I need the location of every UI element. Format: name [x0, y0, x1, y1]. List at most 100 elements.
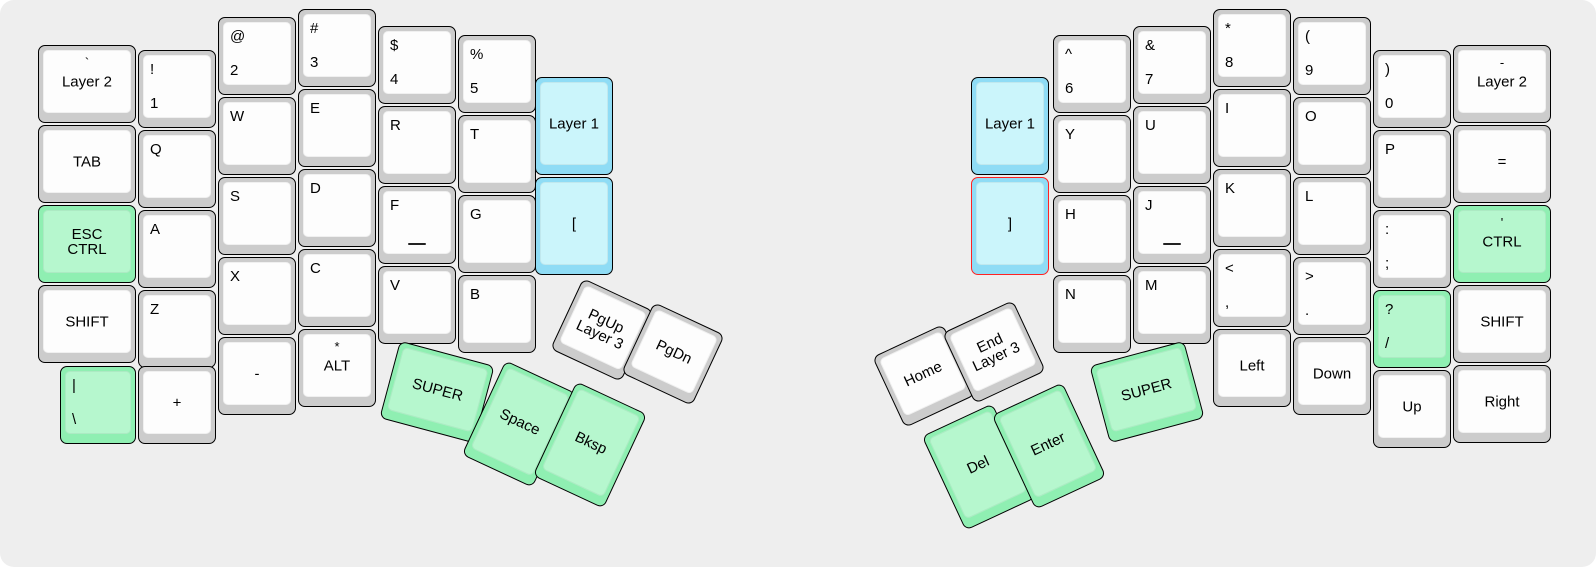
key-o[interactable]: O — [1293, 97, 1371, 175]
key-key[interactable]: ?/ — [1373, 290, 1451, 368]
keycap: Up — [1378, 375, 1446, 438]
keycap: A — [143, 215, 211, 278]
key-key[interactable]: !1 — [138, 50, 216, 128]
key-legend-top: ! — [150, 61, 155, 78]
key-key[interactable]: :; — [1373, 210, 1451, 288]
key-legend-bottom: 3 — [310, 54, 319, 71]
key-p[interactable]: P — [1373, 130, 1451, 208]
key-w[interactable]: W — [218, 97, 296, 175]
key-k[interactable]: K — [1213, 169, 1291, 247]
key-legend-bottom: \ — [72, 411, 77, 428]
key-legend-top: Q — [150, 141, 162, 158]
key-legend-top: E — [310, 100, 321, 117]
key-shift[interactable]: SHIFT — [1453, 285, 1551, 363]
key-key[interactable]: $4 — [378, 26, 456, 104]
key-q[interactable]: Q — [138, 130, 216, 208]
keycap: S — [223, 182, 291, 245]
keycap: ?/ — [1378, 295, 1446, 358]
key-legend-top: % — [470, 46, 484, 63]
key-ctrl[interactable]: 'CTRL — [1453, 205, 1551, 283]
key-down[interactable]: Down — [1293, 337, 1371, 415]
key-l[interactable]: L — [1293, 177, 1371, 255]
key-key[interactable]: <, — [1213, 249, 1291, 327]
keycap: Z — [143, 295, 211, 358]
key-shift[interactable]: SHIFT — [38, 285, 136, 363]
key-layer-1[interactable]: Layer 1 — [535, 77, 613, 175]
key-b[interactable]: B — [458, 275, 536, 353]
keycap: F — [383, 191, 451, 254]
key-key[interactable]: @2 — [218, 17, 296, 95]
keycap: Left — [1218, 334, 1286, 397]
key-layer-2[interactable]: -Layer 2 — [1453, 45, 1551, 123]
key-tab[interactable]: TAB — [38, 125, 136, 203]
homing-bar-icon — [1163, 243, 1181, 245]
key-legend-bottom: / — [1385, 335, 1390, 352]
key-legend-top: P — [1385, 141, 1396, 158]
key-n[interactable]: N — [1053, 275, 1131, 353]
pipe-backslash-key[interactable]: |\ — [60, 366, 136, 444]
key-legend-top: M — [1145, 277, 1158, 294]
key-legend-bottom: 6 — [1065, 80, 1074, 97]
key-key[interactable]: (9 — [1293, 17, 1371, 95]
key-key[interactable]: ^6 — [1053, 35, 1131, 113]
keycap: G — [463, 200, 531, 263]
key-legend-top: ' — [1500, 215, 1504, 230]
keycap: *ALT — [303, 334, 371, 397]
key-u[interactable]: U — [1133, 106, 1211, 184]
keycap: :; — [1378, 215, 1446, 278]
key-right[interactable]: Right — [1453, 365, 1551, 443]
key-key[interactable]: - — [218, 337, 296, 415]
key-layer-2[interactable]: `Layer 2 — [38, 45, 136, 123]
key-legend-top: R — [390, 117, 401, 134]
key-r[interactable]: R — [378, 106, 456, 184]
key-legend-center: [ — [571, 215, 577, 232]
key-x[interactable]: X — [218, 257, 296, 335]
key-key[interactable]: %5 — [458, 35, 536, 113]
key-legend-center: Down — [1312, 365, 1352, 382]
key-i[interactable]: I — [1213, 89, 1291, 167]
key-a[interactable]: A — [138, 210, 216, 288]
key-legend-top: : — [1385, 221, 1390, 238]
key-up[interactable]: Up — [1373, 370, 1451, 448]
key-y[interactable]: Y — [1053, 115, 1131, 193]
keycap: + — [143, 371, 211, 434]
keycap: `Layer 2 — [43, 50, 131, 113]
key-f[interactable]: F — [378, 186, 456, 264]
key-key[interactable]: &7 — [1133, 26, 1211, 104]
key-e[interactable]: E — [298, 89, 376, 167]
key-left[interactable]: Left — [1213, 329, 1291, 407]
key-key[interactable]: *8 — [1213, 9, 1291, 87]
key-j[interactable]: J — [1133, 186, 1211, 264]
key-t[interactable]: T — [458, 115, 536, 193]
keycap: (9 — [1298, 22, 1366, 85]
key-v[interactable]: V — [378, 266, 456, 344]
keycap: @2 — [223, 22, 291, 85]
key-d[interactable]: D — [298, 169, 376, 247]
key-key[interactable]: )0 — [1373, 50, 1451, 128]
key-c[interactable]: C — [298, 249, 376, 327]
key-legend-top: F — [390, 197, 400, 214]
key-z[interactable]: Z — [138, 290, 216, 368]
key-alt[interactable]: *ALT — [298, 329, 376, 407]
thumb-super-key-right[interactable]: SUPER — [1089, 340, 1205, 444]
key-legend-bottom: ; — [1385, 255, 1390, 272]
key-g[interactable]: G — [458, 195, 536, 273]
key-h[interactable]: H — [1053, 195, 1131, 273]
key-legend-top: G — [470, 206, 482, 223]
key-layer-1[interactable]: Layer 1 — [971, 77, 1049, 175]
key-s[interactable]: S — [218, 177, 296, 255]
keycap: - — [223, 342, 291, 405]
key-key[interactable]: >. — [1293, 257, 1371, 335]
key-key[interactable]: [ — [535, 177, 613, 275]
key-m[interactable]: M — [1133, 266, 1211, 344]
plus-key[interactable]: + — [138, 366, 216, 444]
keycap: H — [1058, 200, 1126, 263]
keycap: Right — [1458, 370, 1546, 433]
key-key[interactable]: ] — [971, 177, 1049, 275]
keycap: N — [1058, 280, 1126, 343]
key-legend-bottom: . — [1305, 302, 1310, 319]
key-key[interactable]: #3 — [298, 9, 376, 87]
key-key[interactable]: = — [1453, 125, 1551, 203]
